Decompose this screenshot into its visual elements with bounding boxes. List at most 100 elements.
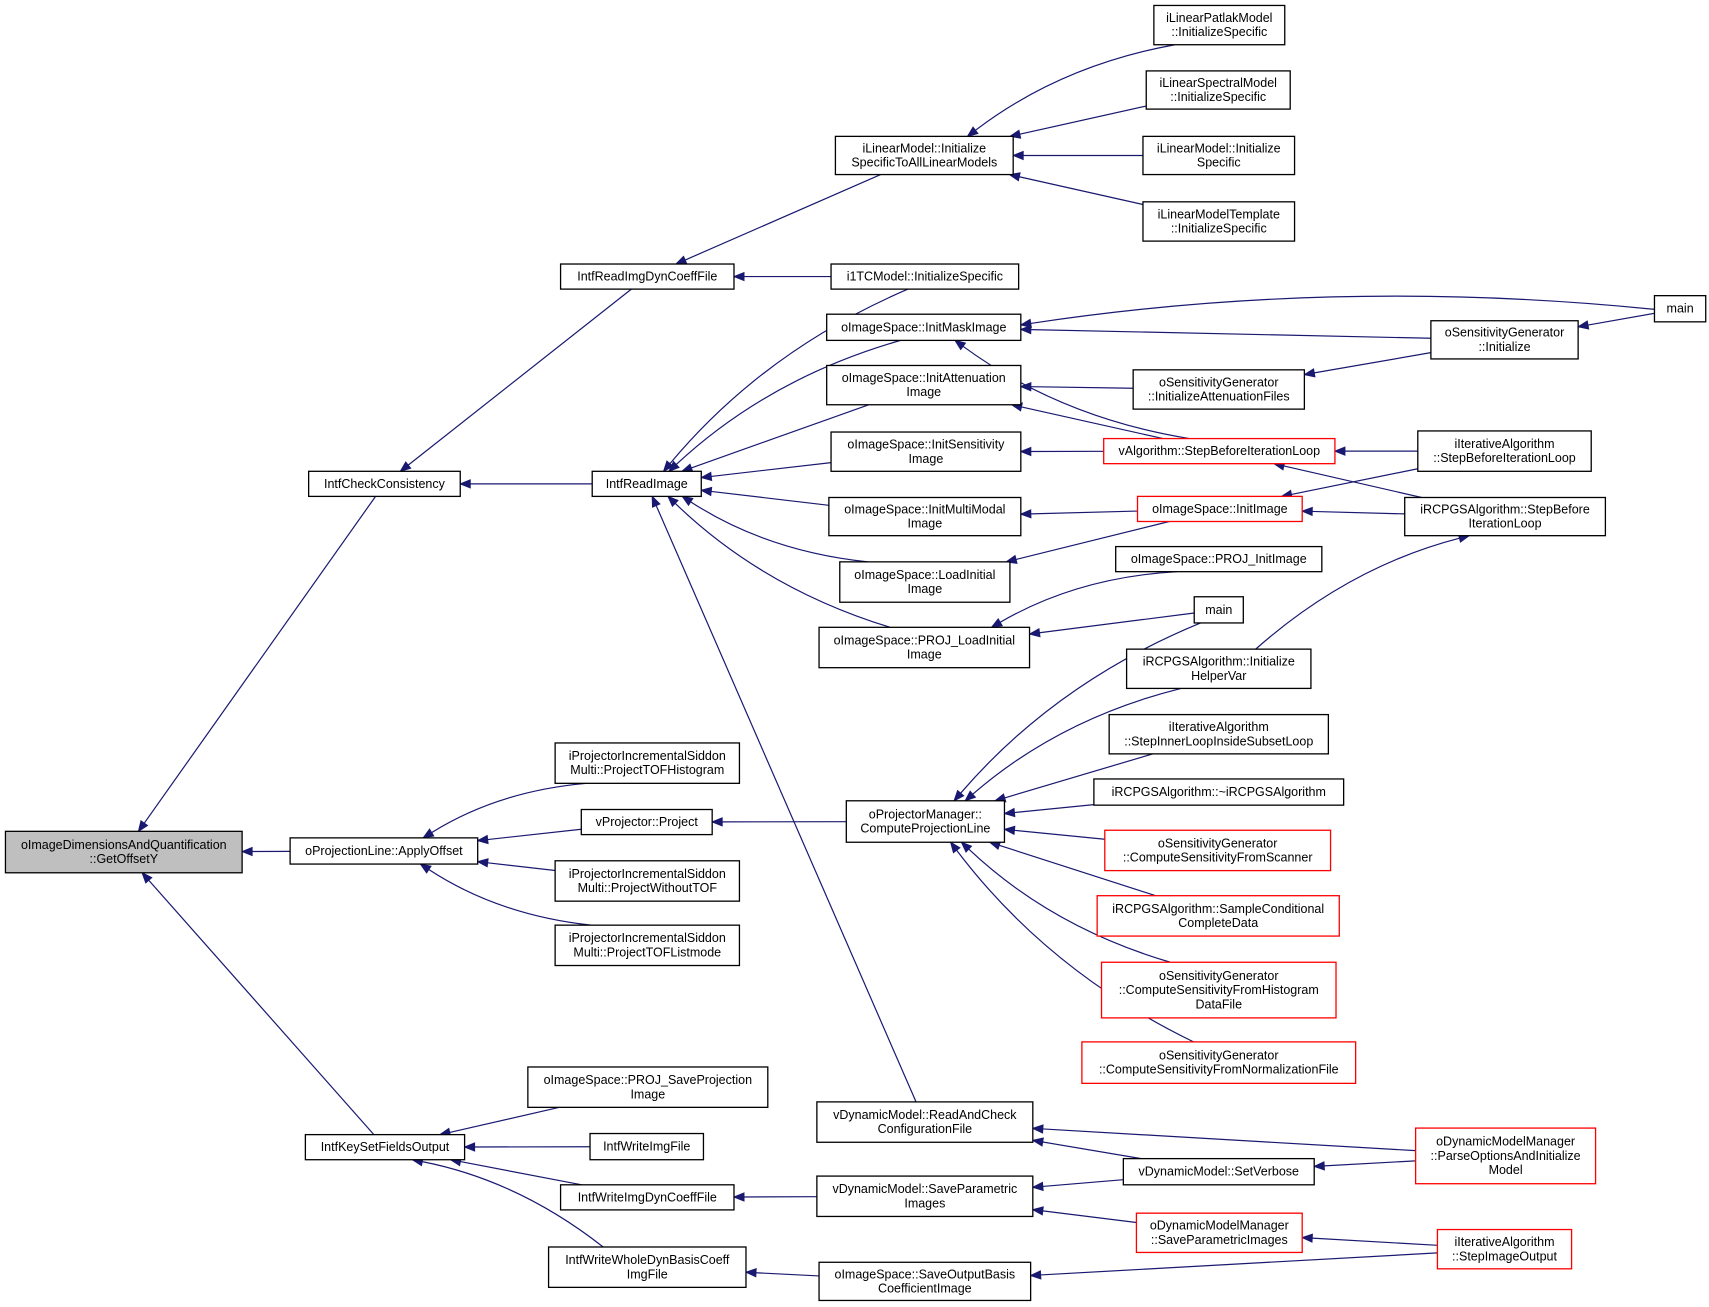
node-ircpgsalgorithm-step-before-iteration-loop[interactable]: iRCPGSAlgorithm::StepBeforeIterationLoop [1404, 496, 1607, 537]
arrowhead [476, 858, 489, 868]
arrowhead [1019, 446, 1032, 457]
node-compute-sensitivity-from-normalization-file[interactable]: oSensitivityGenerator::ComputeSensitivit… [1081, 1041, 1357, 1084]
node-project-without-tof[interactable]: iProjectorIncrementalSiddonMulti::Projec… [554, 860, 741, 902]
node-iiterativealgorithm-step-image-output[interactable]: iIterativeAlgorithm::StepImageOutput [1436, 1228, 1573, 1270]
node-save-output-basis-coefficient-image[interactable]: oImageSpace::SaveOutputBasisCoefficientI… [818, 1261, 1032, 1302]
arrowhead [463, 1142, 476, 1152]
edge-line [690, 501, 868, 563]
node-apply-offset[interactable]: oProjectionLine::ApplyOffset [289, 837, 479, 865]
node-sample-conditional-complete-data-label: iRCPGSAlgorithm::SampleConditional [1112, 902, 1324, 916]
node-intf-read-img-dyn-coeff-file[interactable]: IntfReadImgDynCoeffFile [559, 263, 735, 290]
edge-line [674, 502, 891, 628]
node-proj-init-image[interactable]: oImageSpace::PROJ_InitImage [1115, 545, 1323, 573]
node-ilinearmodel-initialize-specific[interactable]: iLinearModel::InitializeSpecific [1142, 135, 1296, 176]
node-ilinearmodel-initialize-specific-to-all[interactable]: iLinearModel::InitializeSpecificToAllLin… [834, 135, 1014, 176]
node-osensitivitygenerator-initialize-attenuation-files-label: oSensitivityGenerator [1159, 375, 1279, 389]
edge-line [1042, 1141, 1142, 1160]
arrowhead [1019, 381, 1032, 392]
edge-n0-n3 [141, 871, 375, 1136]
edge-line [1030, 329, 1431, 339]
node-intf-read-image-box [591, 470, 702, 498]
node-vprojector-project[interactable]: vProjector::Project [580, 808, 713, 836]
edge-n20-n19 [1303, 352, 1431, 378]
node-osensitivitygenerator-initialize-attenuation-files[interactable]: oSensitivityGenerator::InitializeAttenua… [1132, 369, 1306, 410]
edge-n42-n45 [744, 1268, 820, 1278]
node-compute-sensitivity-from-histogram-datafile[interactable]: oSensitivityGenerator::ComputeSensitivit… [1100, 961, 1337, 1019]
node-intf-write-img-file[interactable]: IntfWriteImgFile [589, 1132, 705, 1161]
node-compute-sensitivity-from-normalization-file-label: ::ComputeSensitivityFromNormalizationFil… [1099, 1063, 1339, 1077]
edge-line [655, 505, 917, 1103]
edge-n21-n22 [1333, 446, 1418, 456]
edge-n5-n43 [651, 495, 917, 1103]
node-ilinearspectralmodel-initialize-specific[interactable]: iLinearSpectralModel::InitializeSpecific [1145, 70, 1291, 110]
node-compute-projection-line[interactable]: oProjectorManager::ComputeProjectionLine [845, 800, 1006, 843]
node-get-offset-y[interactable]: oImageDimensionsAndQuantification::GetOf… [4, 830, 243, 874]
node-init-attenuation-image-label: oImageSpace::InitAttenuation [842, 371, 1006, 385]
edge-line [999, 844, 1156, 897]
arrowhead [419, 863, 432, 874]
edge-line [407, 288, 632, 466]
node-init-attenuation-image-label: Image [906, 385, 941, 399]
node-intf-check-consistency[interactable]: IntfCheckConsistency [307, 470, 461, 498]
node-sample-conditional-complete-data[interactable]: iRCPGSAlgorithm::SampleConditionalComple… [1096, 895, 1340, 937]
node-project-tof-histogram-box [554, 742, 741, 784]
node-osensitivitygenerator-initialize[interactable]: oSensitivityGenerator::Initialize [1430, 320, 1579, 360]
node-iiterativealgorithm-step-before-iteration-loop[interactable]: iIterativeAlgorithm::StepBeforeIteration… [1417, 430, 1592, 472]
node-compute-sensitivity-from-scanner[interactable]: oSensitivityGenerator::ComputeSensitivit… [1104, 829, 1332, 872]
arrowhead [667, 460, 680, 473]
arrowhead [1011, 150, 1024, 161]
edge-line [1030, 510, 1138, 515]
edge-n15-n23 [1019, 509, 1138, 519]
node-init-mask-image[interactable]: oImageSpace::InitMaskImage [826, 313, 1022, 342]
node-vdynamicmodel-read-and-check-configuration-file[interactable]: vDynamicModel::ReadAndCheckConfiguration… [816, 1101, 1034, 1143]
node-vdynamicmodel-save-parametric-images[interactable]: vDynamicModel::SaveParametricImages [816, 1175, 1034, 1218]
node-ircpgsalgorithm-destructor[interactable]: iRCPGSAlgorithm::~iRCPGSAlgorithm [1093, 778, 1345, 806]
edge-n2-n35 [476, 828, 582, 845]
node-iiterativealgorithm-step-before-iteration-loop-label: ::StepBeforeIterationLoop [1433, 451, 1576, 465]
node-main-middle[interactable]: main [1193, 596, 1244, 624]
edge-n3-n39 [438, 1106, 560, 1137]
node-intf-read-image[interactable]: IntfReadImage [591, 470, 702, 498]
node-ilinearpatlakmodel-initialize-specific[interactable]: iLinearPatlakModel::InitializeSpecific [1153, 4, 1286, 46]
node-odynamicmodelmanager-parse-options-and-initialize-model[interactable]: oDynamicModelManager::ParseOptionsAndIni… [1414, 1127, 1597, 1185]
node-ircpgsalgorithm-initialize-helper-var-box [1125, 648, 1312, 690]
arrowhead [674, 255, 688, 265]
edge-line [449, 1106, 560, 1133]
node-project-tof-histogram[interactable]: iProjectorIncrementalSiddonMulti::Projec… [554, 742, 741, 784]
node-intf-write-img-dyn-coeff-file[interactable]: IntfWriteImgDynCoeffFile [559, 1184, 735, 1211]
edge-n21-n24 [1272, 461, 1422, 499]
node-init-image[interactable]: oImageSpace::InitImage [1136, 495, 1303, 523]
edge-n43-n46 [1031, 1137, 1142, 1160]
node-ilinearpatlakmodel-initialize-specific-label: iLinearPatlakModel [1166, 11, 1272, 25]
node-main-top-box [1653, 295, 1707, 323]
node-i1tcmodel-initialize-specific[interactable]: i1TCModel::InitializeSpecific [830, 263, 1020, 290]
edge-line [1019, 105, 1147, 135]
arrowhead [240, 846, 253, 857]
node-proj-load-initial-image-label: oImageSpace::PROJ_LoadInitial [834, 633, 1015, 647]
node-valgorithm-step-before-iteration-loop[interactable]: vAlgorithm::StepBeforeIterationLoop [1103, 437, 1336, 465]
edge-n14-n21 [1019, 446, 1104, 457]
edge-line [1324, 1160, 1416, 1167]
edge-line [962, 345, 1190, 440]
node-ilinearmodeltemplate-initialize-specific[interactable]: iLinearModelTemplate::InitializeSpecific [1142, 201, 1296, 242]
edge-n44-n47 [1031, 1206, 1137, 1224]
node-odynamicmodelmanager-save-parametric-images[interactable]: oDynamicModelManager::SaveParametricImag… [1135, 1212, 1303, 1254]
node-init-image-box [1136, 495, 1303, 523]
node-step-inner-loop-inside-subset-loop[interactable]: iIterativeAlgorithm::StepInnerLoopInside… [1108, 713, 1330, 755]
node-intf-key-set-fields-output[interactable]: IntfKeySetFieldsOutput [304, 1133, 466, 1161]
node-project-tof-listmode[interactable]: iProjectorIncrementalSiddonMulti::Projec… [554, 924, 741, 967]
node-main-top[interactable]: main [1653, 295, 1707, 323]
edge-line [1314, 352, 1431, 374]
edge-line [1291, 468, 1418, 495]
node-vdynamicmodel-set-verbose[interactable]: vDynamicModel::SetVerbose [1122, 1157, 1315, 1186]
edge-n41-n44 [732, 1192, 817, 1202]
edge-n5-n16 [681, 495, 868, 563]
